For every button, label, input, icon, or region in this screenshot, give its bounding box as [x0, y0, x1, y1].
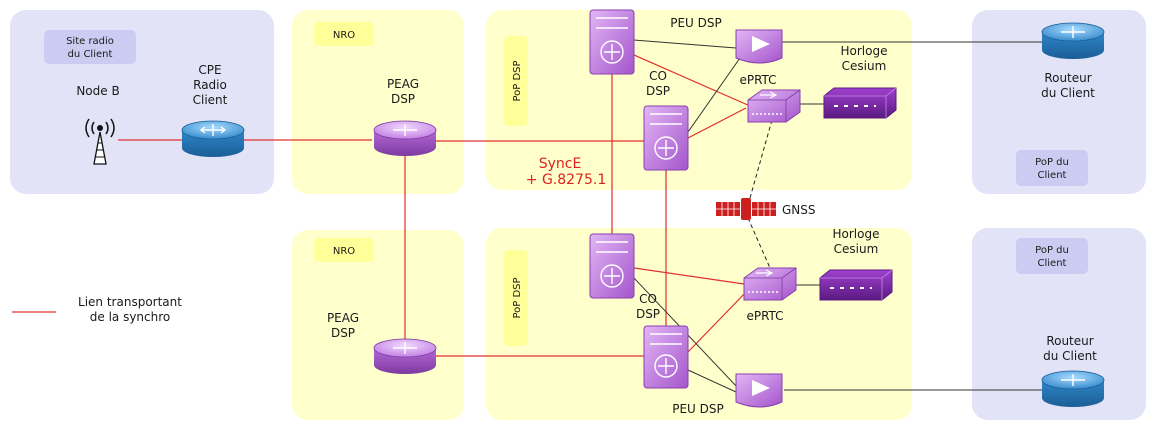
svg-text:PEAG: PEAG	[387, 77, 419, 91]
synce-label-line2: + G.8275.1	[526, 172, 606, 188]
svg-text:NRO: NRO	[333, 30, 355, 41]
svg-text:Client: Client	[193, 93, 228, 107]
tag-pop-client-top-line1: PoP du	[1035, 157, 1069, 168]
svg-text:DSP: DSP	[391, 92, 415, 106]
cesium-clock-bottom-icon	[819, 269, 893, 301]
router-client-bottom-icon	[1041, 370, 1105, 407]
link-co-top-a-peu-top	[633, 39, 737, 49]
tag-site-radio-line1: Site radio	[66, 36, 114, 47]
eprtc-bottom-icon	[743, 267, 797, 301]
tag-pop-dsp-bottom: PoP DSP	[504, 250, 528, 346]
svg-text:du Client: du Client	[1043, 349, 1097, 363]
svg-text:PoP DSP: PoP DSP	[512, 60, 523, 101]
svg-text:CO: CO	[649, 69, 667, 83]
zone-client-bottom	[972, 228, 1146, 420]
tag-pop-client-top-line2: Client	[1038, 170, 1067, 181]
svg-text:Radio: Radio	[193, 78, 227, 92]
svg-text:du Client: du Client	[1041, 86, 1095, 100]
link-co-top-a-eprtc-top	[633, 54, 751, 107]
svg-text:ePRTC: ePRTC	[739, 73, 776, 87]
tag-site-radio-line2: du Client	[68, 49, 113, 60]
peu-bottom-device-icon	[735, 373, 783, 408]
svg-text:Horloge: Horloge	[833, 227, 880, 241]
link-co-bottom-a-eprtc-bottom	[633, 267, 745, 285]
svg-text:Horloge: Horloge	[841, 44, 888, 58]
legend-label-line2: de la synchro	[90, 310, 171, 324]
synce-label-line1: SyncE	[539, 156, 582, 172]
gnss-satellite-icon	[716, 198, 776, 220]
tag-pop-client-bottom-line1: PoP du	[1035, 245, 1069, 256]
svg-text:DSP: DSP	[636, 307, 660, 321]
co-bottom-b-switch-icon	[643, 325, 689, 389]
cpe-router-icon	[181, 120, 245, 157]
svg-text:Routeur: Routeur	[1044, 71, 1091, 85]
co-bottom-a-switch-icon	[589, 233, 635, 299]
tag-nro-top: NRO	[314, 22, 374, 46]
svg-text:CPE: CPE	[198, 63, 221, 77]
node-b-antenna-icon	[85, 118, 115, 165]
co-top-b-switch-icon	[643, 105, 689, 171]
svg-text:GNSS: GNSS	[782, 203, 816, 217]
eprtc-top-icon	[747, 89, 801, 123]
svg-text:NRO: NRO	[333, 246, 355, 257]
svg-text:PEAG: PEAG	[327, 311, 359, 325]
legend-label-line1: Lien transportant	[78, 295, 182, 309]
link-co-bottom-b-peu-bottom	[687, 369, 737, 393]
tag-site-radio: Site radio du Client	[44, 30, 136, 64]
co-top-a-switch-icon	[589, 9, 635, 75]
legend: Lien transportant de la synchro	[12, 295, 182, 324]
tag-pop-client-top: PoP du Client	[1016, 150, 1088, 186]
svg-text:CO: CO	[639, 292, 657, 306]
svg-text:DSP: DSP	[331, 326, 355, 340]
peu-top-device-icon	[735, 29, 783, 64]
zone-client-top	[972, 10, 1146, 194]
peag-bottom-router-icon	[373, 338, 437, 374]
cesium-clock-top-icon	[823, 87, 897, 119]
zone-pop-dsp-bottom	[486, 228, 912, 420]
link-co-bottom-b-eprtc-bottom	[687, 289, 749, 353]
tag-pop-client-bottom-line2: Client	[1038, 258, 1067, 269]
svg-text:DSP: DSP	[646, 84, 670, 98]
peag-top-router-icon	[373, 120, 437, 156]
tag-pop-dsp-top: PoP DSP	[504, 36, 528, 126]
svg-text:Cesium: Cesium	[834, 242, 879, 256]
svg-text:PoP DSP: PoP DSP	[512, 277, 523, 318]
link-co-top-b-eprtc-top	[687, 107, 747, 139]
svg-text:PEU DSP: PEU DSP	[672, 402, 724, 416]
svg-text:PEU DSP: PEU DSP	[670, 16, 722, 30]
tag-nro-bottom: NRO	[314, 238, 374, 262]
svg-text:Cesium: Cesium	[842, 59, 887, 73]
router-client-top-icon	[1041, 22, 1105, 59]
link-co-top-b-peu-top	[687, 57, 741, 133]
svg-text:ePRTC: ePRTC	[746, 309, 783, 323]
svg-text:Routeur: Routeur	[1046, 334, 1093, 348]
tag-pop-client-bottom: PoP du Client	[1016, 238, 1088, 274]
node-b-label: Node B	[76, 84, 119, 98]
link-gnss-eprtc-bottom	[747, 217, 771, 269]
